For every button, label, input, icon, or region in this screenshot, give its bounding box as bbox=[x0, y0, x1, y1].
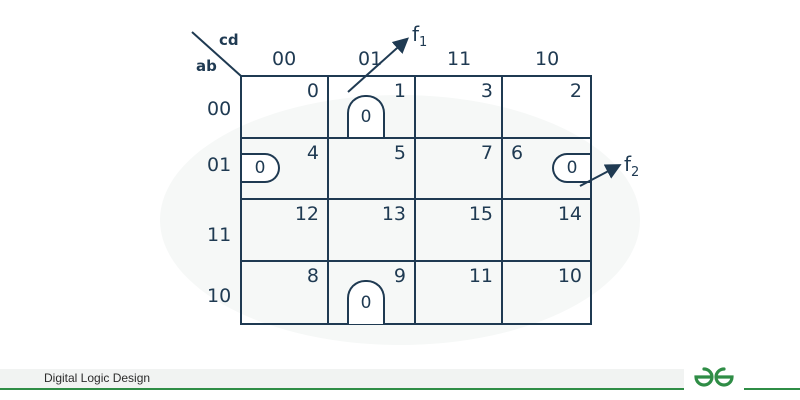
zero-value: 0 bbox=[360, 292, 372, 313]
kmap-cell-6: 6 0 bbox=[503, 139, 590, 200]
minterm-number: 13 bbox=[381, 203, 406, 225]
geeksforgeeks-logo-icon bbox=[694, 367, 734, 387]
minterm-number: 2 bbox=[569, 80, 582, 102]
kmap-cell-13: 13 bbox=[329, 200, 416, 262]
row-header-10: 10 bbox=[207, 285, 232, 307]
kmap-cell-14: 14 bbox=[503, 200, 590, 262]
minterm-number: 7 bbox=[480, 141, 493, 164]
minterm-number: 6 bbox=[511, 141, 524, 164]
minterm-number: 12 bbox=[294, 203, 319, 225]
kmap-cell-8: 8 bbox=[242, 261, 329, 323]
minterm-number: 9 bbox=[393, 264, 406, 287]
zero-value: 0 bbox=[566, 157, 578, 178]
zero-mark: 0 bbox=[347, 279, 385, 324]
function-subscript: 2 bbox=[631, 165, 640, 180]
function-label-f2: f2 bbox=[624, 152, 639, 180]
minterm-number: 3 bbox=[480, 80, 493, 102]
minterm-number: 1 bbox=[393, 80, 406, 102]
row-header-11: 11 bbox=[207, 224, 232, 246]
zero-value: 0 bbox=[360, 107, 372, 127]
kmap-cell-15: 15 bbox=[416, 200, 503, 262]
zero-mark: 0 bbox=[552, 152, 590, 183]
kmap-cell-10: 10 bbox=[503, 262, 590, 324]
zero-value: 0 bbox=[254, 157, 266, 178]
minterm-number: 14 bbox=[557, 203, 582, 225]
kmap-cell-5: 5 bbox=[329, 138, 416, 200]
minterm-number: 8 bbox=[306, 264, 319, 287]
col-header-10: 10 bbox=[535, 48, 560, 70]
f1-arrow bbox=[347, 37, 409, 93]
row-header-00: 00 bbox=[207, 98, 232, 120]
f2-arrow bbox=[579, 164, 622, 187]
function-name: f bbox=[624, 152, 632, 176]
function-label-f1: f1 bbox=[412, 22, 427, 50]
minterm-number: 4 bbox=[306, 141, 319, 164]
kmap-cell-3: 3 bbox=[416, 77, 503, 139]
corner-divider-line bbox=[191, 31, 242, 77]
kmap-cell-2: 2 bbox=[503, 77, 590, 139]
footer-bar bbox=[0, 369, 684, 389]
kmap-cell-9: 9 0 bbox=[329, 261, 416, 324]
col-header-00: 00 bbox=[272, 48, 297, 70]
minterm-number: 11 bbox=[468, 264, 493, 287]
minterm-number: 5 bbox=[393, 141, 406, 164]
minterm-number: 0 bbox=[306, 80, 319, 102]
zero-mark: 0 bbox=[347, 95, 385, 137]
col-header-01: 01 bbox=[358, 48, 383, 70]
karnaugh-map: 0 1 0 3 2 4 0 5 7 6 0 12 13 15 14 bbox=[240, 75, 592, 325]
row-variable-label: ab bbox=[196, 57, 217, 75]
function-name: f bbox=[412, 22, 420, 46]
kmap-cell-11: 11 bbox=[416, 261, 503, 323]
footer-divider bbox=[0, 388, 684, 390]
kmap-cell-12: 12 bbox=[242, 200, 329, 262]
col-header-11: 11 bbox=[447, 48, 472, 70]
function-subscript: 1 bbox=[419, 35, 428, 50]
row-header-01: 01 bbox=[207, 154, 232, 176]
zero-mark: 0 bbox=[242, 152, 280, 183]
minterm-number: 15 bbox=[468, 203, 493, 225]
kmap-cell-7: 7 bbox=[416, 138, 503, 200]
footer-topic: Digital Logic Design bbox=[44, 371, 151, 385]
minterm-number: 10 bbox=[557, 264, 582, 287]
kmap-cell-1: 1 0 bbox=[329, 77, 416, 139]
kmap-cell-4: 4 0 bbox=[242, 138, 329, 200]
col-variable-label: cd bbox=[219, 31, 239, 49]
footer-divider-right bbox=[744, 388, 800, 390]
kmap-cell-0: 0 bbox=[242, 77, 329, 139]
